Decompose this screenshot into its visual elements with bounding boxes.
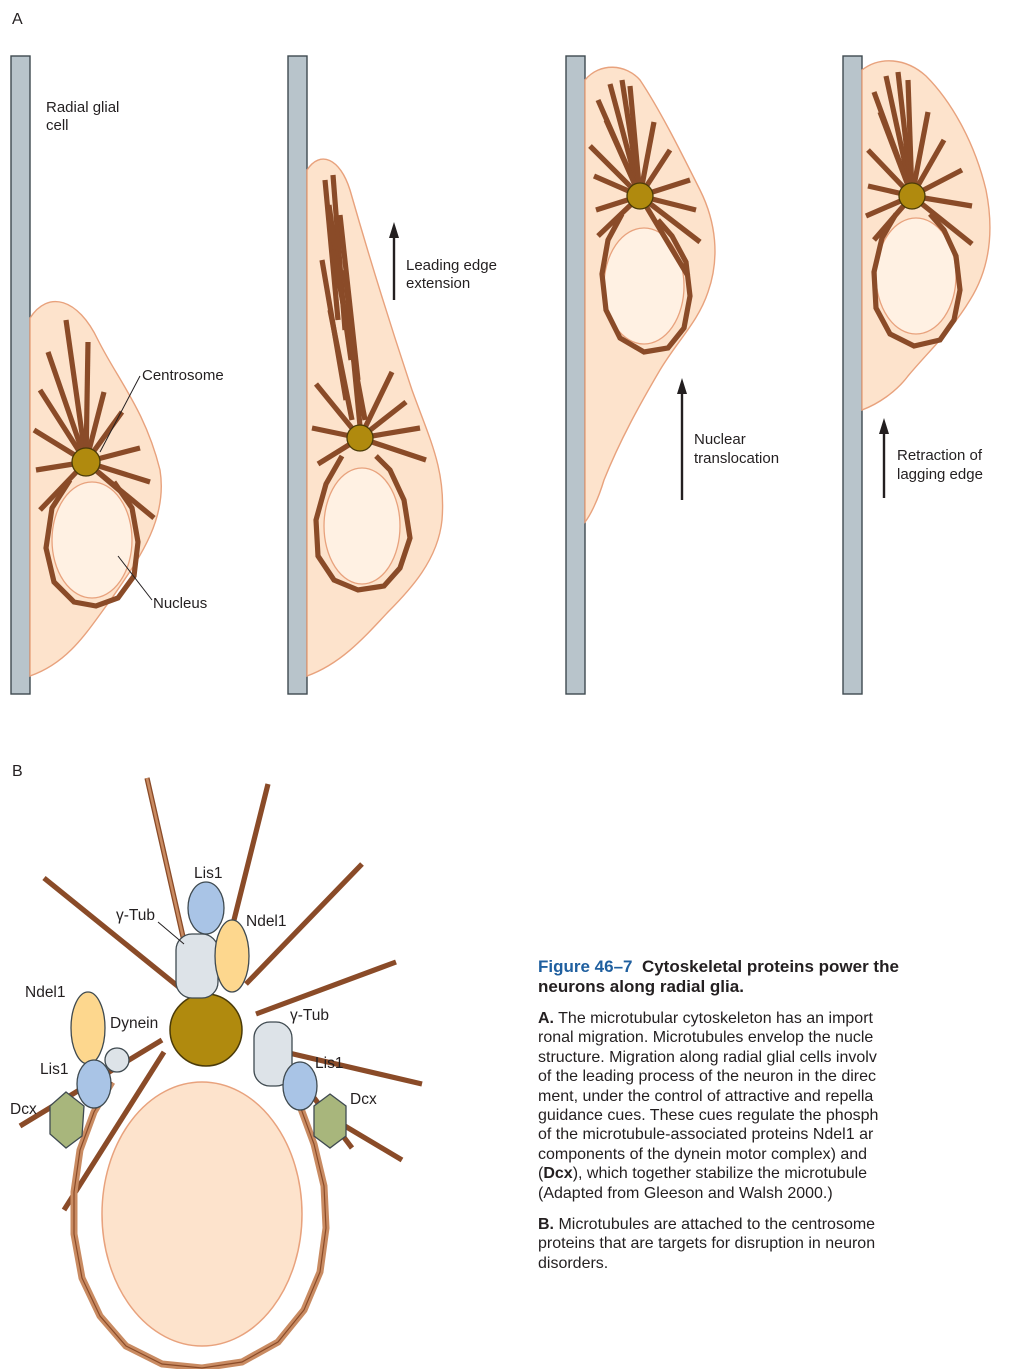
caption-a-line-2: ronal migration. Microtubules envelop th…: [538, 1028, 1009, 1047]
leading-edge-label-line2: extension: [406, 275, 470, 292]
caption-dcx-tail: ), which together stabilize the microtub…: [573, 1165, 867, 1182]
caption-b-text-1: Microtubules are attached to the centros…: [558, 1216, 875, 1233]
figure-number: Figure 46–7: [538, 957, 633, 976]
leading-edge-arrow: [389, 222, 399, 300]
lis1-top: [188, 882, 224, 934]
ndel1-left-label: Ndel1: [25, 984, 66, 1001]
cell-2-nucleus: [324, 468, 400, 584]
caption-paragraph-b: B. Microtubules are attached to the cent…: [538, 1215, 1009, 1273]
lis1-right-label: Lis1: [315, 1055, 343, 1072]
glia-fiber-4: [843, 56, 862, 694]
dcx-right-label: Dcx: [350, 1091, 377, 1108]
nuclear-translocation-label-line2: translocation: [694, 450, 779, 467]
caption-title-text1: Cytoskeletal proteins power the: [642, 957, 899, 976]
caption-a-line-10: (Adapted from Gleeson and Walsh 2000.): [538, 1184, 1009, 1203]
cell-1-nucleus: [52, 482, 132, 598]
caption-a-line-1: A. The microtubular cytoskeleton has an …: [538, 1009, 1009, 1028]
panel-b-centrosome: [170, 994, 242, 1066]
nucleus-label: Nucleus: [153, 595, 207, 612]
ndel1-top-right: [215, 920, 249, 992]
caption-a-line-8: components of the dynein motor complex) …: [538, 1145, 1009, 1164]
neuron-cell-2: [307, 159, 443, 676]
caption-a-line-3: structure. Migration along radial glial …: [538, 1048, 1009, 1067]
cell-4-centrosome: [899, 183, 925, 209]
radial-glial-cell-label-line2: cell: [46, 117, 69, 134]
panel-a-label: A: [12, 11, 23, 28]
retraction-label-line2: lagging edge: [897, 466, 983, 483]
dynein: [105, 1048, 129, 1072]
leading-edge-label-line1: Leading edge: [406, 257, 497, 274]
gamma-tub-right-label: γ-Tub: [290, 1007, 329, 1024]
centrosome-label: Centrosome: [142, 367, 224, 384]
ndel1-right-label: Ndel1: [246, 913, 287, 930]
neuron-cell-1: [30, 302, 161, 676]
caption-b-tag: B.: [538, 1216, 554, 1233]
lis1-top-label: Lis1: [194, 865, 222, 882]
caption-a-text-1: The microtubular cytoskeleton has an imp…: [558, 1010, 873, 1027]
cell-2-centrosome: [347, 425, 373, 451]
gamma-tub-top: [176, 934, 218, 998]
caption-b-line-3: disorders.: [538, 1254, 1009, 1273]
dcx-left-label: Dcx: [10, 1101, 37, 1118]
cell-3-centrosome: [627, 183, 653, 209]
caption-a-line-4: of the leading process of the neuron in …: [538, 1067, 1009, 1086]
cell-2-body: [307, 159, 443, 676]
caption-a-line-6: guidance cues. These cues regulate the p…: [538, 1106, 1009, 1125]
ndel1-left: [71, 992, 105, 1064]
radial-glia-fibers: [11, 56, 862, 694]
glia-fiber-1: [11, 56, 30, 694]
retraction-arrow: [879, 418, 889, 498]
gamma-tub-left-label: γ-Tub: [116, 907, 155, 924]
panel-b-nucleus: [102, 1082, 302, 1346]
lis1-left-label: Lis1: [40, 1061, 68, 1078]
dynein-label: Dynein: [110, 1015, 158, 1032]
caption-title-line1: Figure 46–7 Cytoskeletal proteins power …: [538, 957, 1009, 977]
dcx-right: [314, 1094, 346, 1148]
caption-title-line2: neurons along radial glia.: [538, 977, 1009, 997]
nuclear-translocation-arrow: [677, 378, 687, 500]
neuron-cell-4: [862, 61, 990, 410]
lis1-left: [77, 1060, 111, 1108]
caption-paragraph-a: A. The microtubular cytoskeleton has an …: [538, 1009, 1009, 1203]
cell-1-centrosome: [72, 448, 100, 476]
nuclear-translocation-label-line1: Nuclear: [694, 431, 746, 448]
lis1-right: [283, 1062, 317, 1110]
glia-fiber-3: [566, 56, 585, 694]
caption-dcx-abbrev: Dcx: [543, 1165, 572, 1182]
glia-fiber-2: [288, 56, 307, 694]
radial-glial-cell-label-line1: Radial glial: [46, 99, 119, 116]
figure-caption: Figure 46–7 Cytoskeletal proteins power …: [538, 957, 1009, 1273]
caption-a-line-9: (Dcx), which together stabilize the micr…: [538, 1164, 1009, 1183]
caption-b-line-2: proteins that are targets for disruption…: [538, 1234, 1009, 1253]
caption-a-line-7: of the microtubule-associated proteins N…: [538, 1125, 1009, 1144]
retraction-label-line1: Retraction of: [897, 447, 983, 464]
caption-a-tag: A.: [538, 1010, 554, 1027]
caption-title: Figure 46–7 Cytoskeletal proteins power …: [538, 957, 1009, 997]
caption-a-line-5: ment, under the control of attractive an…: [538, 1087, 1009, 1106]
dcx-left: [50, 1092, 84, 1148]
panel-b-label: B: [12, 763, 23, 780]
caption-b-line-1: B. Microtubules are attached to the cent…: [538, 1215, 1009, 1234]
